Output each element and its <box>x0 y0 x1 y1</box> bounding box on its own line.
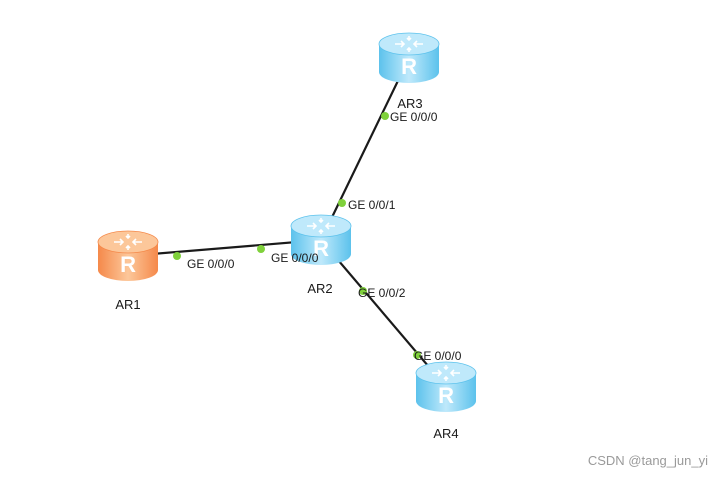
router-glyph: R <box>313 236 329 261</box>
port-dot <box>173 252 181 260</box>
port-dot <box>359 287 367 295</box>
port-label: GE 0/0/1 <box>348 198 396 212</box>
link-ar2-ar4 <box>320 239 447 388</box>
port-dot <box>381 112 389 120</box>
router-ar2[interactable]: R <box>290 214 352 265</box>
port-label: GE 0/0/0 <box>187 257 235 271</box>
router-ar1[interactable]: R <box>97 230 159 281</box>
router-top-icon <box>97 230 159 254</box>
router-glyph: R <box>438 383 454 408</box>
port-label: GE 0/0/0 <box>390 110 438 124</box>
watermark: CSDN @tang_jun_yi <box>587 453 708 468</box>
router-glyph: R <box>120 252 136 277</box>
router-top-icon <box>378 32 440 56</box>
router-glyph: R <box>401 54 417 79</box>
router-ar3[interactable]: R <box>378 32 440 83</box>
port-dot <box>257 245 265 253</box>
router-arrows-icon <box>395 36 423 52</box>
link-ar2-ar3 <box>320 57 410 241</box>
port-label: GE 0/0/2 <box>358 286 406 300</box>
router-label-ar4: AR4 <box>433 426 458 441</box>
port-dot <box>413 351 421 359</box>
routers-layer: R R R R <box>97 32 477 412</box>
router-arrows-icon <box>307 218 335 234</box>
link-ar1-ar2 <box>127 238 322 258</box>
router-label-ar2: AR2 <box>307 281 332 296</box>
router-top-icon <box>290 214 352 238</box>
router-ar4[interactable]: R <box>415 361 477 412</box>
router-top-icon <box>415 361 477 385</box>
links-layer <box>127 57 447 388</box>
router-label-ar3: AR3 <box>397 96 422 111</box>
router-arrows-icon <box>114 234 142 250</box>
router-arrows-icon <box>432 365 460 381</box>
router-label-ar1: AR1 <box>115 297 140 312</box>
port-label: GE 0/0/0 <box>271 251 319 265</box>
port-dot <box>338 199 346 207</box>
port-label: GE 0/0/0 <box>414 349 462 363</box>
